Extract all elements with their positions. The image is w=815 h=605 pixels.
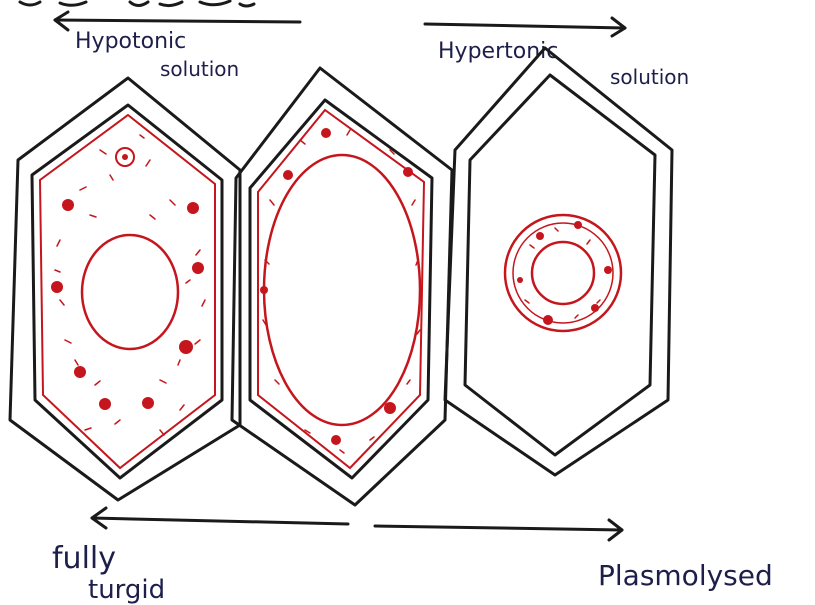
plasmolysed-label: Plasmolysed: [598, 559, 773, 592]
cell-fully-turgid: [10, 78, 240, 500]
vacuole: [532, 242, 594, 304]
hypertonic-label-line2: solution: [610, 65, 689, 89]
cell-wall-inner: [250, 100, 432, 478]
cytoplasm-granules: [55, 135, 205, 435]
hypotonic-label-line2: solution: [160, 57, 239, 81]
cell-wall-outer: [445, 48, 672, 475]
plasma-membrane: [40, 115, 215, 468]
right-bottom-arrow: [375, 520, 622, 540]
cell-wall-outer: [10, 78, 240, 500]
hypotonic-arrow: [55, 12, 300, 30]
fully-turgid-label-line1: fully: [52, 541, 116, 576]
fully-turgid-label-line2: turgid: [88, 575, 165, 605]
cell-wall-inner: [465, 75, 655, 455]
vacuole: [264, 155, 420, 425]
cropped-top-text: [20, 1, 254, 6]
cell-plasmolysed: [445, 48, 672, 475]
chloroplasts: [51, 148, 204, 410]
hypotonic-label-line1: Hypotonic: [75, 29, 186, 54]
cell-turgid: [232, 68, 452, 505]
vacuole: [82, 235, 178, 349]
left-bottom-arrow: [92, 508, 348, 528]
shrunken-protoplast: [505, 215, 621, 331]
hypertonic-arrow: [425, 18, 625, 36]
plasma-membrane: [258, 110, 424, 468]
